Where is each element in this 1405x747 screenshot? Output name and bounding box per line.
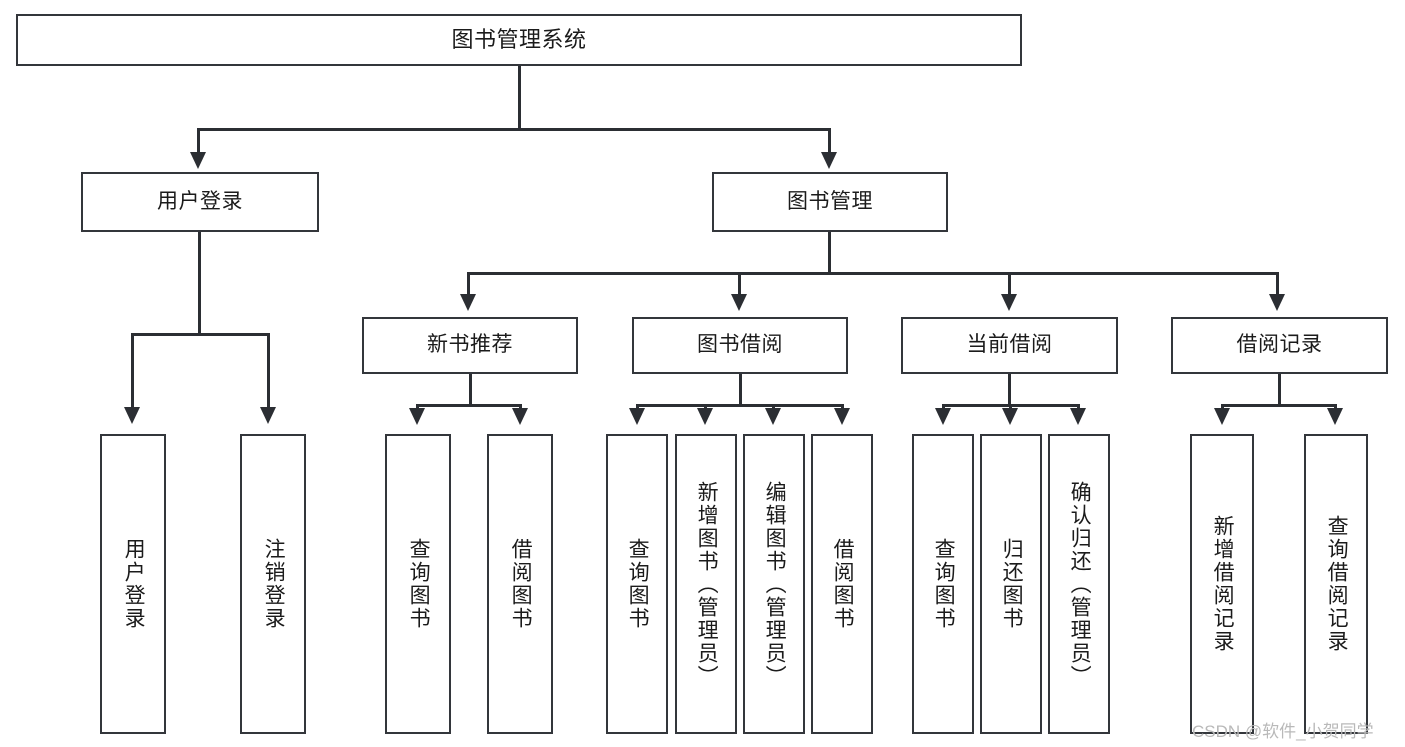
connector-book-management-bus [467, 272, 1279, 275]
node-label: 归还图书 [1000, 538, 1024, 630]
connector-book-borrow-bus [636, 404, 844, 407]
node-new-book-recommend[interactable]: 新书推荐 [362, 317, 578, 374]
node-book-borrow[interactable]: 图书借阅 [632, 317, 848, 374]
connector-borrow-record-stem [1278, 374, 1281, 406]
leaf-new-book-borrow-book[interactable]: 借阅图书 [487, 434, 553, 734]
leaf-new-book-query-book[interactable]: 查询图书 [385, 434, 451, 734]
leaf-book-borrow-borrow-book[interactable]: 借阅图书 [811, 434, 873, 734]
leaf-book-borrow-query-book[interactable]: 查询图书 [606, 434, 668, 734]
connector-bm-drop-current-borrow [1008, 272, 1011, 296]
arrowhead-current-borrow [1001, 294, 1017, 311]
node-label: 用户登录 [122, 538, 146, 630]
connector-new-book-drop-2 [519, 404, 522, 410]
leaf-current-borrow-return-book[interactable]: 归还图书 [980, 434, 1042, 734]
leaf-book-borrow-add-book[interactable]: 新增图书（管理员） [675, 434, 737, 734]
connector-root-to-book-management [828, 128, 831, 154]
node-label: 查询图书 [407, 538, 431, 630]
connector-current-borrow-drop-3 [1077, 404, 1080, 410]
node-label: 图书管理系统 [451, 27, 587, 53]
arrowhead-book-borrow-leaf-3 [765, 408, 781, 425]
connector-borrow-record-drop-1 [1221, 404, 1224, 410]
leaf-borrow-record-add-record[interactable]: 新增借阅记录 [1190, 434, 1254, 734]
node-label: 新增借阅记录 [1211, 515, 1235, 653]
arrowhead-borrow-record-leaf-2 [1327, 408, 1343, 425]
connector-borrow-record-drop-2 [1334, 404, 1337, 410]
leaf-current-borrow-confirm-return[interactable]: 确认归还（管理员） [1048, 434, 1110, 734]
arrowhead-book-borrow-leaf-4 [834, 408, 850, 425]
node-label: 借阅图书 [509, 538, 533, 630]
node-label: 图书管理 [787, 189, 873, 213]
node-borrow-record[interactable]: 借阅记录 [1171, 317, 1388, 374]
connector-book-borrow-drop-3 [772, 404, 775, 410]
connector-current-borrow-drop-2 [1009, 404, 1012, 410]
node-label: 借阅图书 [831, 538, 855, 630]
leaf-current-borrow-query-book[interactable]: 查询图书 [912, 434, 974, 734]
node-label: 查询图书 [626, 538, 650, 630]
connector-user-login-drop-1 [131, 333, 134, 409]
connector-new-book-drop-1 [416, 404, 419, 410]
connector-bm-drop-new-book [467, 272, 470, 296]
leaf-user-login-login[interactable]: 用户登录 [100, 434, 166, 734]
arrowhead-new-book-leaf-2 [512, 408, 528, 425]
connector-current-borrow-drop-1 [942, 404, 945, 410]
connector-root-stem [518, 66, 521, 130]
node-label: 查询图书 [932, 538, 956, 630]
node-label: 新增图书（管理员） [695, 480, 719, 688]
connector-current-borrow-stem [1008, 374, 1011, 406]
connector-book-management-stem [828, 232, 831, 274]
connector-user-login-drop-2 [267, 333, 270, 409]
arrowhead-current-borrow-leaf-1 [935, 408, 951, 425]
node-label: 注销登录 [262, 538, 286, 630]
arrowhead-borrow-record [1269, 294, 1285, 311]
arrowhead-root-to-user-login [190, 152, 206, 169]
connector-user-login-stem [198, 232, 201, 335]
connector-new-book-bus [416, 404, 522, 407]
arrowhead-book-borrow-leaf-2 [697, 408, 713, 425]
arrowhead-current-borrow-leaf-2 [1002, 408, 1018, 425]
leaf-book-borrow-edit-book[interactable]: 编辑图书（管理员） [743, 434, 805, 734]
node-label: 借阅记录 [1236, 333, 1323, 357]
arrowhead-new-book-recommend [460, 294, 476, 311]
node-root-book-management-system[interactable]: 图书管理系统 [16, 14, 1022, 66]
node-label: 确认归还（管理员） [1068, 480, 1092, 688]
arrowhead-book-borrow [731, 294, 747, 311]
connector-root-bus [197, 128, 831, 131]
connector-user-login-bus [131, 333, 270, 336]
connector-root-to-user-login [197, 128, 200, 154]
leaf-borrow-record-query-record[interactable]: 查询借阅记录 [1304, 434, 1368, 734]
arrowhead-user-login-leaf-1 [124, 407, 140, 424]
node-label: 用户登录 [157, 189, 243, 213]
node-label: 新书推荐 [427, 333, 513, 357]
connector-bm-drop-book-borrow [738, 272, 741, 296]
arrowhead-book-borrow-leaf-1 [629, 408, 645, 425]
connector-book-borrow-drop-4 [841, 404, 844, 410]
arrowhead-new-book-leaf-1 [409, 408, 425, 425]
csdn-watermark: CSDN @软件_小贺同学 [1192, 722, 1374, 741]
node-user-login[interactable]: 用户登录 [81, 172, 319, 232]
node-label: 图书借阅 [697, 333, 783, 357]
arrowhead-current-borrow-leaf-3 [1070, 408, 1086, 425]
arrowhead-user-login-leaf-2 [260, 407, 276, 424]
connector-book-borrow-stem [739, 374, 742, 406]
node-current-borrow[interactable]: 当前借阅 [901, 317, 1118, 374]
connector-new-book-stem [469, 374, 472, 406]
connector-borrow-record-bus [1221, 404, 1337, 407]
node-label: 查询借阅记录 [1325, 515, 1349, 653]
connector-book-borrow-drop-2 [704, 404, 707, 410]
node-label: 当前借阅 [966, 333, 1053, 357]
arrowhead-root-to-book-management [821, 152, 837, 169]
arrowhead-borrow-record-leaf-1 [1214, 408, 1230, 425]
connector-bm-drop-borrow-record [1276, 272, 1279, 296]
connector-book-borrow-drop-1 [636, 404, 639, 410]
node-book-management[interactable]: 图书管理 [712, 172, 948, 232]
node-label: 编辑图书（管理员） [763, 480, 787, 688]
leaf-user-login-logout[interactable]: 注销登录 [240, 434, 306, 734]
